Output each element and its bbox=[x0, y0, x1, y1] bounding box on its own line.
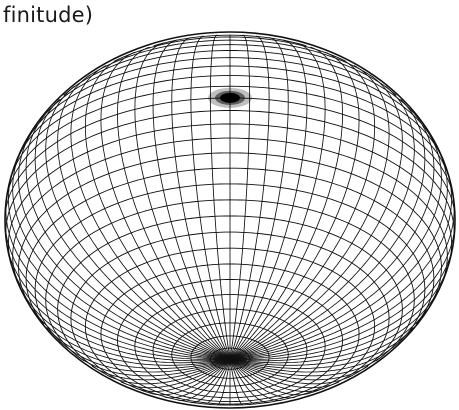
meridian-line bbox=[230, 99, 425, 359]
meridian-line bbox=[230, 114, 434, 359]
meridian-line bbox=[35, 99, 230, 359]
meridian-line bbox=[19, 132, 230, 360]
meridian-line bbox=[230, 59, 375, 360]
meridian-line bbox=[7, 246, 230, 360]
meridian-line bbox=[26, 114, 230, 359]
meridian-line bbox=[85, 59, 230, 360]
meridian-line bbox=[210, 35, 230, 359]
meridian-line bbox=[230, 86, 414, 359]
pole-shading bbox=[220, 93, 240, 103]
meridian-line bbox=[46, 86, 230, 359]
north-pole-marker bbox=[208, 88, 252, 108]
meridian-line bbox=[230, 246, 453, 360]
meridian-line bbox=[230, 35, 250, 359]
meridian-line bbox=[230, 132, 441, 360]
